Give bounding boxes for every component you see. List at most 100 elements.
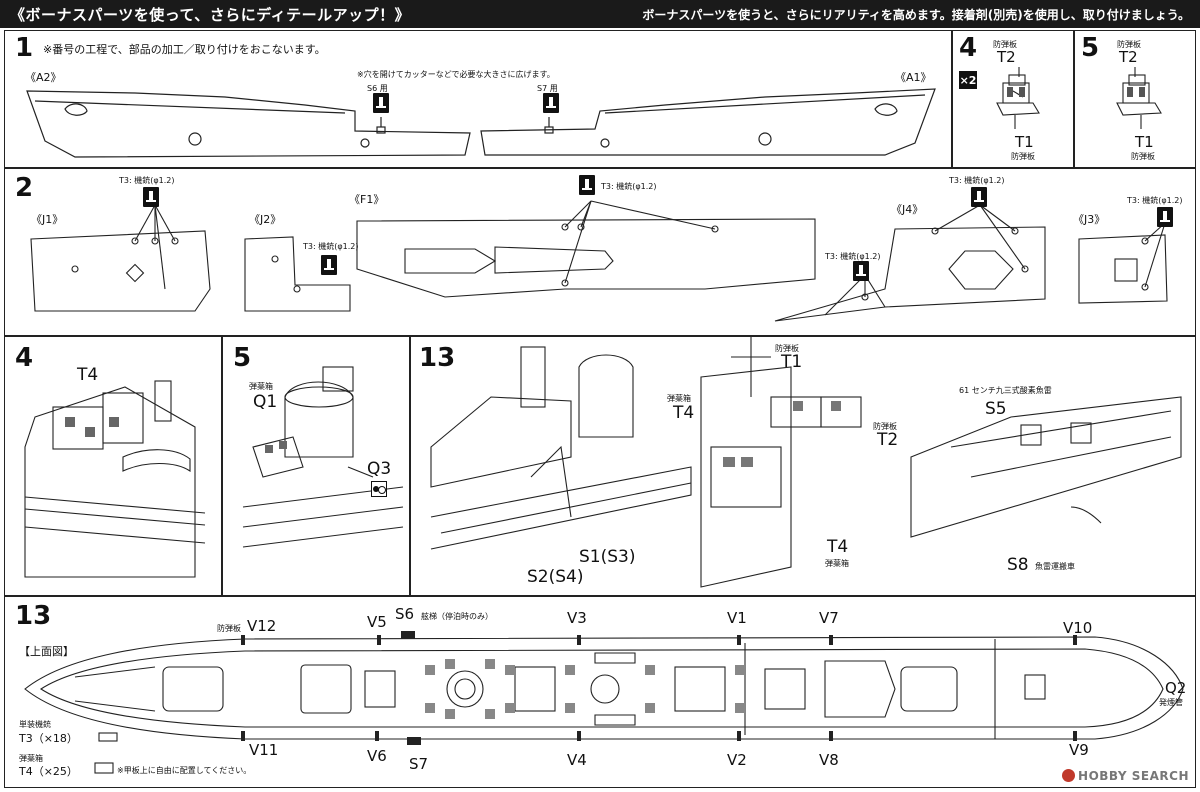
v11-label: V11 xyxy=(249,741,279,759)
t4-quantity: T4（×25） xyxy=(19,765,78,778)
v7-label: V7 xyxy=(819,609,839,627)
t3-mg-label-j2: T3: 機銃(φ1.2) xyxy=(303,242,359,251)
v3-label: V3 xyxy=(567,609,587,627)
q2-smoke-jp: 発煙管 xyxy=(1159,698,1183,707)
drill-icon xyxy=(853,261,869,281)
t3-quantity: T3（×18） xyxy=(19,732,78,745)
t2-label: T2 xyxy=(877,430,899,450)
step1-instruction: ※番号の工程で、部品の加工／取り付けをおこないます。 xyxy=(43,43,326,56)
t1-label: T1 xyxy=(1135,133,1154,151)
instruction-header: 《ボーナスパーツを使って、さらにディテールアップ！》 ボーナスパーツを使うと、さ… xyxy=(0,0,1200,28)
deck-note: ※甲板上に自由に配置してください。 xyxy=(117,766,252,775)
mg-jp: 単装機銃 xyxy=(19,720,51,729)
part-j1-label: 《J1》 xyxy=(31,213,64,226)
torpedo-jp: 61 センチ九三式酸素魚雷 xyxy=(959,386,1052,395)
t2-shield-jp: 防弾板 xyxy=(1117,40,1141,49)
q1-ammo-jp: 弾薬箱 xyxy=(249,382,273,391)
ladder-jp: 舷梯（停泊時のみ） xyxy=(421,612,493,621)
step4-small-number: 4 xyxy=(959,33,978,63)
drill-icon xyxy=(321,255,337,275)
shield-assembly-drawing xyxy=(996,67,1040,129)
shield-jp: 防弾板 xyxy=(217,624,241,633)
v8-label: V8 xyxy=(819,751,839,769)
q3-label: Q3 xyxy=(367,459,392,479)
v1-label: V1 xyxy=(727,609,747,627)
step2-panel: 2 《J1》 《J2》 《F1》 《J4》 《J3》 T3: 機銃(φ1.2) … xyxy=(4,168,1196,336)
v10-label: V10 xyxy=(1063,619,1093,637)
step4-small-panel: 4 ×2 防弾板 T2 T1 防弾板 xyxy=(952,30,1074,168)
v4-label: V4 xyxy=(567,751,587,769)
t2-label: T2 xyxy=(1119,48,1138,66)
t1-label: T1 xyxy=(781,352,803,372)
double-circle-icon xyxy=(371,481,387,497)
part-f1-label: 《F1》 xyxy=(349,193,385,206)
v9-label: V9 xyxy=(1069,741,1089,759)
step2-number: 2 xyxy=(15,173,34,203)
v12-label: V12 xyxy=(247,617,277,635)
part-j3-label: 《J3》 xyxy=(1073,213,1106,226)
part-j2-label: 《J2》 xyxy=(249,213,282,226)
s7-use-label: S7 用 xyxy=(537,84,558,93)
step4-detail-number: 4 xyxy=(15,343,34,373)
drill-icon xyxy=(143,187,159,207)
top-view-label: 【上面図】 xyxy=(19,645,74,658)
v2-label: V2 xyxy=(727,751,747,769)
t4-label: T4 xyxy=(673,403,695,423)
t3-mg-label-lower: T3: 機銃(φ1.2) xyxy=(825,252,881,261)
t1-label: T1 xyxy=(1015,133,1034,151)
t1-shield-jp: 防弾板 xyxy=(775,344,799,353)
step1-panel: 1 ※番号の工程で、部品の加工／取り付けをおこないます。 ※穴を開けてカッターな… xyxy=(4,30,952,168)
t4-ammo-jp: 弾薬箱 xyxy=(667,394,691,403)
step13-topview-panel: 13 【上面図】 防弾板 V12 V5 S6 舷梯（停泊時のみ） V3 V1 V… xyxy=(4,596,1196,788)
header-subtitle: ボーナスパーツを使うと、さらにリアリティを高めます。接着剤(別売)を使用し、取り… xyxy=(642,7,1190,22)
bridge-detail-drawing xyxy=(24,380,206,578)
step5-small-panel: 5 防弾板 T2 T1 防弾板 xyxy=(1074,30,1196,168)
hull-halves-drawing xyxy=(26,88,936,158)
t3-mg-label-j3: T3: 機銃(φ1.2) xyxy=(1127,196,1183,205)
drill-icon xyxy=(971,187,987,207)
s6-label: S6 xyxy=(395,605,415,623)
shield-assembly-drawing xyxy=(1116,67,1162,129)
s6-use-label: S6 用 xyxy=(367,84,388,93)
ship-top-view-drawing xyxy=(24,631,1184,774)
s2-s4-label: S2(S4) xyxy=(527,567,584,587)
t3-mg-label-j1: T3: 機銃(φ1.2) xyxy=(119,176,175,185)
v5-label: V5 xyxy=(367,613,387,631)
s1-s3-label: S1(S3) xyxy=(579,547,636,567)
part-a1-label: 《A1》 xyxy=(895,71,932,84)
t2-label: T2 xyxy=(997,48,1016,66)
part-a2-label: 《A2》 xyxy=(25,71,62,84)
t3-mg-label-j4: T3: 機銃(φ1.2) xyxy=(949,176,1005,185)
t4-lower-ammo-jp: 弾薬箱 xyxy=(825,559,849,568)
gun-mount-detail-drawing xyxy=(242,366,404,548)
drill-icon xyxy=(1157,207,1173,227)
times-two-badge: ×2 xyxy=(959,71,977,89)
step5-detail-panel: 5 弾薬箱 Q1 Q3 xyxy=(222,336,410,596)
step13-topview-number: 13 xyxy=(15,601,52,631)
step5-small-number: 5 xyxy=(1081,33,1100,63)
ammo-jp: 弾薬箱 xyxy=(19,754,43,763)
t2-shield-jp: 防弾板 xyxy=(993,40,1017,49)
watermark-text: HOBBY SEARCH xyxy=(1078,769,1189,783)
hobby-search-watermark: HOBBY SEARCH xyxy=(1062,769,1189,783)
step4-detail-panel: 4 T4 xyxy=(4,336,222,596)
hobby-search-logo-icon xyxy=(1062,769,1076,782)
t1-shield-jp: 防弾板 xyxy=(1011,152,1035,161)
s8-label: S8 xyxy=(1007,555,1029,575)
step1-number: 1 xyxy=(15,33,34,63)
t4-lower-label: T4 xyxy=(827,537,849,557)
drill-icon xyxy=(543,93,559,113)
q2-label: Q2 xyxy=(1165,679,1187,697)
deck-parts-drawing xyxy=(30,200,1168,322)
q1-label: Q1 xyxy=(253,392,278,412)
midship-detail-drawing xyxy=(430,337,1182,588)
header-title: 《ボーナスパーツを使って、さらにディテールアップ！》 xyxy=(10,5,411,24)
s7-label: S7 xyxy=(409,755,429,773)
s8-torpedo-cart-jp: 魚雷運搬車 xyxy=(1035,562,1075,571)
t3-mg-label-f1: T3: 機銃(φ1.2) xyxy=(601,182,657,191)
step5-detail-number: 5 xyxy=(233,343,252,373)
part-j4-label: 《J4》 xyxy=(891,203,924,216)
s5-label: S5 xyxy=(985,399,1007,419)
step1-note: ※穴を開けてカッターなどで必要な大きさに広げます。 xyxy=(357,70,555,79)
v6-label: V6 xyxy=(367,747,387,765)
